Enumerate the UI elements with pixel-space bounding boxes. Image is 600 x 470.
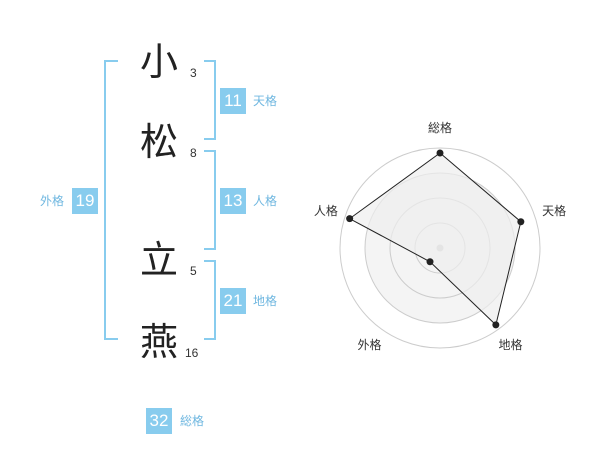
radar-point-3: [492, 321, 500, 329]
gaikaku-bracket-bottom: [104, 338, 118, 340]
gaikaku-bracket-top: [104, 60, 118, 62]
radar-point-1: [436, 149, 444, 157]
chikaku-bracket-top: [204, 260, 216, 262]
tenkaku-label: 天格: [253, 94, 278, 108]
radar-axis-label-4: 外格: [357, 337, 381, 352]
name-char-4: 燕: [140, 320, 179, 364]
stroke-count-2: 8: [190, 146, 197, 160]
soukaku-label: 総格: [180, 414, 205, 428]
radar-point-5: [346, 215, 354, 223]
chikaku-bracket-bottom: [204, 338, 216, 340]
soukaku-value-badge: 32: [146, 408, 172, 434]
jinkaku-label: 人格: [253, 194, 278, 208]
tenkaku-bracket-bottom: [204, 138, 216, 140]
jinkaku-bracket-top: [204, 150, 216, 152]
tenkaku-bracket-top: [204, 60, 216, 62]
chikaku-label: 地格: [253, 294, 278, 308]
tenkaku-bracket-vertical: [214, 60, 216, 140]
radar-axis-label-3: 地格: [499, 337, 523, 352]
name-char-1: 小: [140, 40, 179, 84]
radar-point-4: [426, 258, 434, 266]
chikaku-value-badge: 21: [220, 288, 246, 314]
tenkaku-value-badge: 11: [220, 88, 246, 114]
name-char-2: 松: [140, 120, 179, 164]
chikaku-bracket-vertical: [214, 260, 216, 340]
gaikaku-bracket-vertical: [104, 60, 106, 340]
radar-axis-label-1: 総格: [428, 120, 452, 135]
gaikaku-value-badge: 19: [72, 188, 98, 214]
name-char-3: 立: [140, 238, 179, 282]
jinkaku-bracket-vertical: [214, 150, 216, 250]
radar-point-2: [517, 218, 525, 226]
stroke-count-3: 5: [190, 264, 197, 278]
radar-axis-label-2: 天格: [542, 203, 566, 218]
stroke-count-4: 16: [185, 346, 199, 360]
radar-data-area: [348, 152, 522, 326]
stroke-count-1: 3: [190, 66, 197, 80]
jinkaku-value-badge: 13: [220, 188, 246, 214]
radar-axis-label-5: 人格: [314, 203, 338, 218]
gaikaku-label: 外格: [40, 194, 65, 208]
radar-data-points: [346, 149, 525, 329]
jinkaku-bracket-bottom: [204, 248, 216, 250]
